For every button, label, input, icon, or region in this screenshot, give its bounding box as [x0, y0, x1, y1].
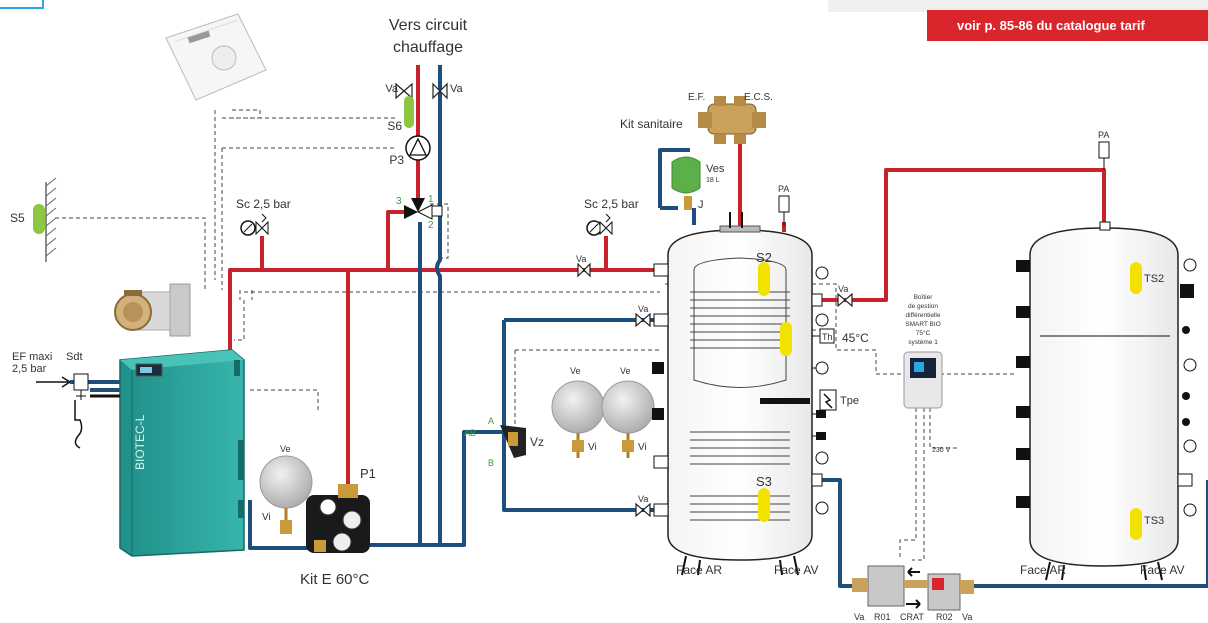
- vz-port-b-label: B: [488, 458, 494, 468]
- j-label: J: [698, 199, 704, 211]
- r01-label: R01: [874, 612, 891, 622]
- ef-maxi-label-line2: 2,5 bar: [12, 363, 47, 375]
- boitier-label-5: 75°C: [916, 329, 931, 337]
- mixing-valve-vz: [500, 425, 526, 458]
- r02-label: R02: [936, 612, 953, 622]
- face-ar-1-label: Face AR: [676, 563, 722, 577]
- crat-unit: [852, 565, 974, 611]
- valve-va-outlet: [837, 292, 853, 308]
- ve-1-label: Ve: [570, 366, 581, 376]
- safety-valve-right: [586, 213, 613, 236]
- va-left-label: Va: [385, 83, 399, 95]
- vi-2-label: Vi: [638, 442, 647, 453]
- kit-sanitaire-label: Kit sanitaire: [620, 117, 683, 131]
- boitier-label-4: SMART BIO: [905, 321, 941, 328]
- cold-inlet: [36, 373, 120, 449]
- temp-label: 45°C: [842, 331, 869, 345]
- kit-sanitaire: [698, 96, 766, 144]
- ts2-label: TS2: [1144, 273, 1164, 285]
- ves-label: Ves: [706, 163, 725, 175]
- tank-ecs: [652, 212, 837, 576]
- kit-e-label: Kit E 60°C: [300, 571, 370, 588]
- boitier-label-6: système 1: [908, 339, 938, 346]
- va-outlet-label: Va: [838, 284, 848, 294]
- ves-volume-label: 18 L: [706, 177, 720, 184]
- p1-label: P1: [360, 466, 376, 481]
- pa-vents: [778, 141, 1110, 226]
- va-lower-label: Va: [638, 494, 648, 504]
- ef-maxi-label-line1: EF maxi: [12, 351, 52, 363]
- va-tank1-label: Va: [576, 254, 586, 264]
- kit-e-60: [259, 455, 370, 553]
- pa-tank1-label: PA: [778, 184, 789, 194]
- boitier-label-2: de gestion: [908, 303, 938, 310]
- vz-port-ab-label: AB: [464, 428, 476, 438]
- ve-kit-label: Ve: [280, 444, 291, 454]
- vz-port-a-label: A: [488, 416, 494, 426]
- tpe-label: Tpe: [840, 395, 859, 407]
- v3-port1-label: 1: [428, 194, 434, 205]
- valve-va-left: [395, 82, 413, 100]
- sc-right-label: Sc 2,5 bar: [584, 197, 639, 211]
- ts3-label: TS3: [1144, 515, 1164, 527]
- va-right-label: Va: [450, 83, 464, 95]
- three-way-valve: [404, 198, 443, 220]
- valve-va-lower: [635, 502, 651, 518]
- boiler-brand-label: BIOTEC-L: [133, 414, 147, 470]
- s5-label: S5: [10, 211, 25, 225]
- flue-pipe: [114, 283, 191, 337]
- s6-label: S6: [387, 119, 402, 133]
- boitier-label-3: différentielle: [906, 312, 941, 319]
- crat-va2-label: Va: [962, 612, 972, 622]
- corner-accent-line: [0, 0, 44, 9]
- pump-p3: [405, 135, 431, 161]
- cold-water-pipes: [90, 65, 1208, 588]
- expansion-vessels: [551, 380, 655, 458]
- banner-strip: [828, 0, 1208, 12]
- face-av-1-label: Face AV: [774, 563, 818, 577]
- s2-label: S2: [756, 250, 772, 265]
- ve-2-label: Ve: [620, 366, 631, 376]
- vi-1-label: Vi: [588, 442, 597, 453]
- pa-tank2-label: PA: [1098, 130, 1109, 140]
- vz-label: Vz: [530, 435, 544, 449]
- valve-va-tank1: [577, 262, 591, 278]
- sensor-s6: [404, 96, 414, 128]
- circuit-label-line2: chauffage: [393, 39, 463, 56]
- sensor-s5: [33, 177, 57, 262]
- room-thermostat: [165, 13, 267, 101]
- s3-label: S3: [756, 474, 772, 489]
- isolation-valves: [395, 82, 853, 518]
- crat-label: CRAT: [900, 612, 924, 622]
- p3-label: P3: [389, 153, 404, 167]
- v3-port3-label: 3: [396, 196, 402, 207]
- face-ar-2-label: Face AR: [1020, 563, 1066, 577]
- face-av-2-label: Face AV: [1140, 563, 1184, 577]
- valve-va-right: [432, 82, 448, 100]
- th-label: Th: [822, 332, 833, 342]
- boiler-biotec: [119, 349, 245, 557]
- boitier-label-1: Boîtier: [914, 294, 934, 301]
- circuit-label-line1: Vers circuit: [389, 17, 468, 34]
- ecs-label: E.C.S.: [744, 92, 773, 103]
- sdt-label: Sdt: [66, 351, 83, 363]
- crat-va1-label: Va: [854, 612, 864, 622]
- catalogue-banner[interactable]: voir p. 85-86 du catalogue tarif: [927, 10, 1208, 41]
- safety-valve-left: [240, 213, 269, 236]
- ef-label: E.F.: [688, 92, 705, 103]
- smart-bio-box: [903, 351, 943, 409]
- va-upper-label: Va: [638, 304, 648, 314]
- ves-vessel: [671, 156, 701, 210]
- v230-label: 230 V: [932, 447, 951, 454]
- sc-left-label: Sc 2,5 bar: [236, 197, 291, 211]
- tank-buffer: [1016, 221, 1197, 581]
- vi-kit-label: Vi: [262, 512, 271, 523]
- v3-port2-label: 2: [428, 220, 434, 231]
- diagram-labels: Vers circuit chauffage Va Va S6 P3 3 1 2…: [10, 17, 1184, 622]
- valve-va-upper: [635, 312, 651, 328]
